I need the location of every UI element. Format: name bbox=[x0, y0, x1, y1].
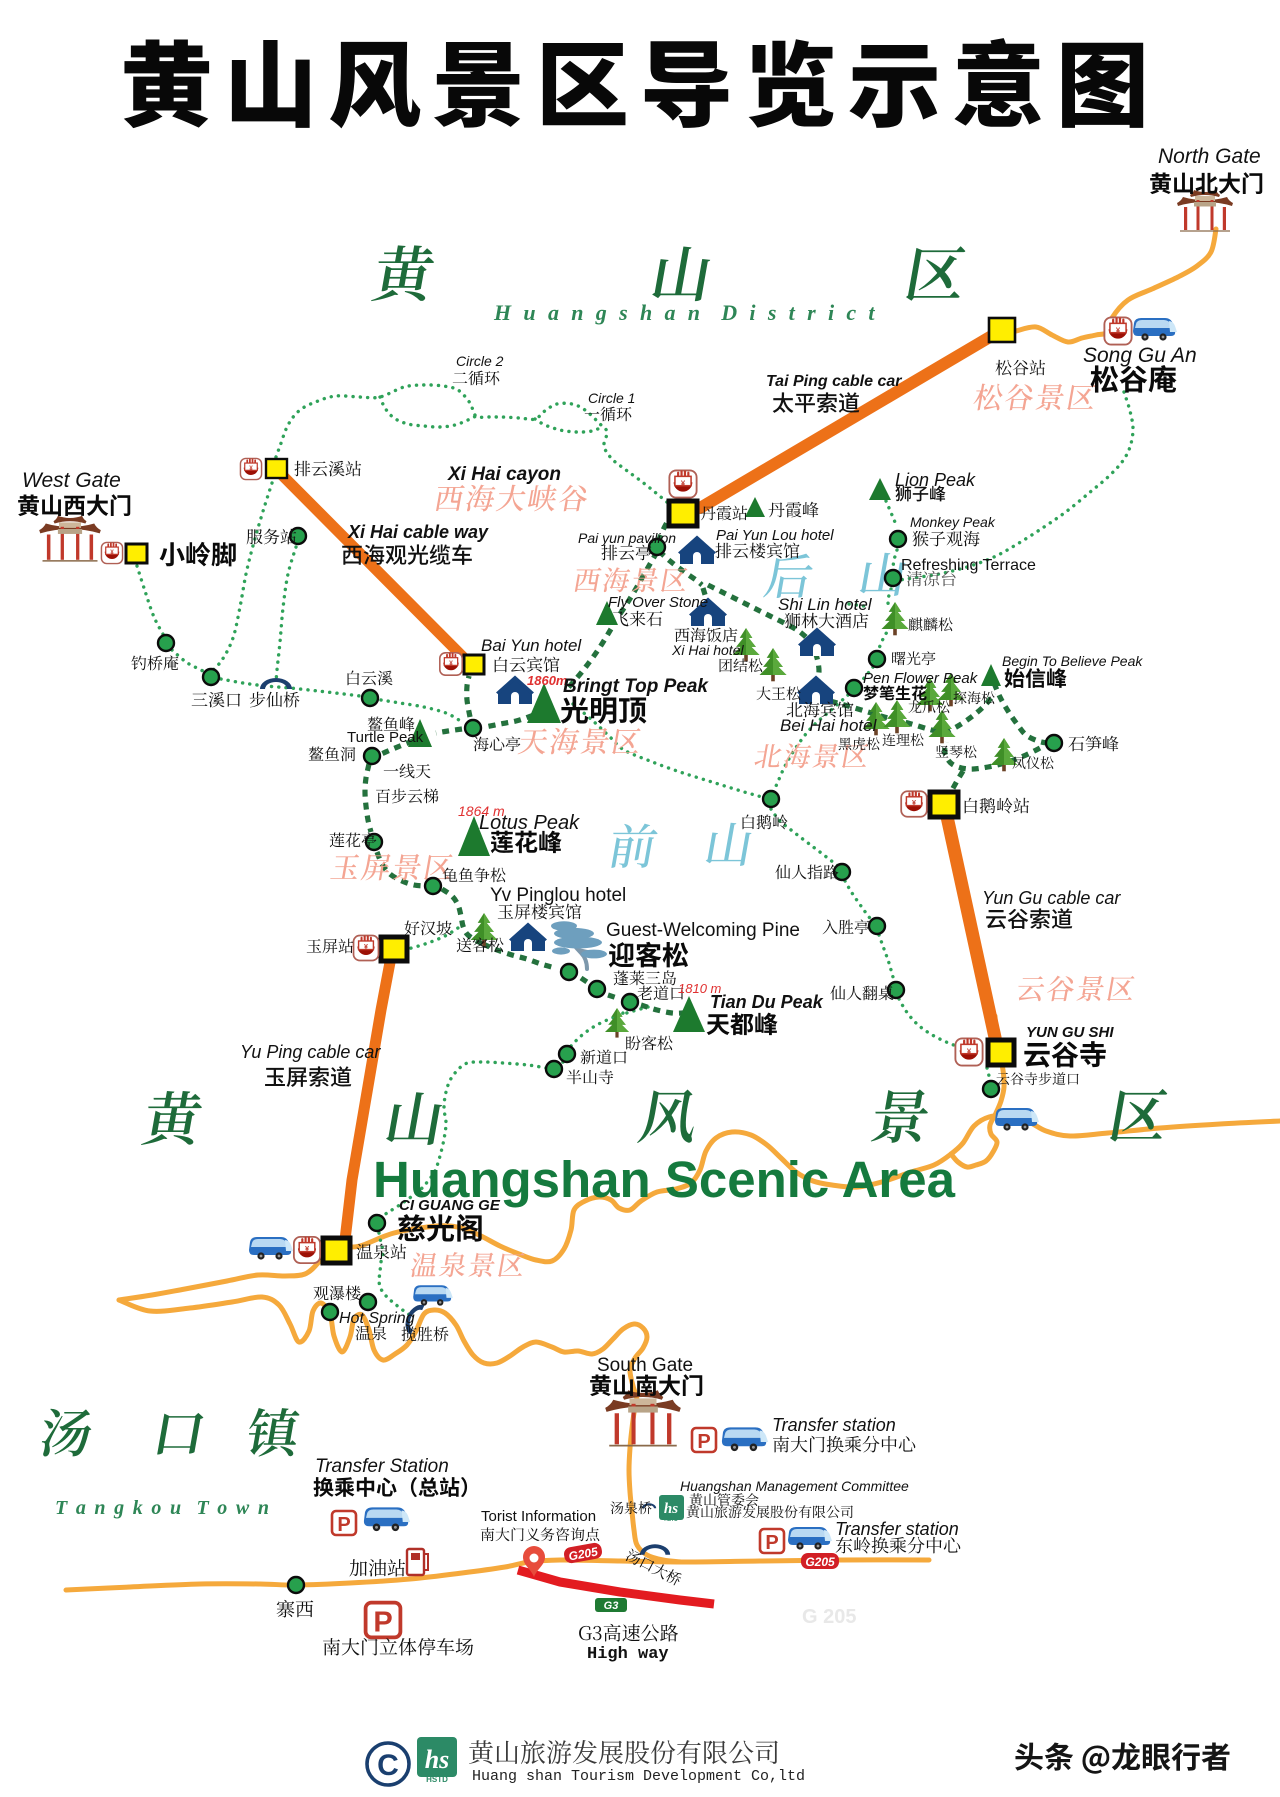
svg-text:C: C bbox=[377, 1749, 399, 1782]
svg-text:Guest-Welcoming Pine: Guest-Welcoming Pine bbox=[606, 920, 800, 941]
svg-text:West Gate: West Gate bbox=[22, 469, 121, 492]
svg-text:Shi Lin hotel: Shi Lin hotel bbox=[778, 595, 873, 614]
svg-text:Xi Hai cable way: Xi Hai cable way bbox=[347, 522, 489, 542]
svg-text:Refreshing Terrace: Refreshing Terrace bbox=[901, 557, 1036, 574]
svg-text:HSTD: HSTD bbox=[664, 1517, 678, 1523]
svg-text:Yun Gu cable car: Yun Gu cable car bbox=[982, 888, 1121, 908]
svg-text:South Gate: South Gate bbox=[597, 1355, 693, 1376]
svg-text:YUN GU SHI: YUN GU SHI bbox=[1026, 1024, 1114, 1041]
svg-text:Hot Spring: Hot Spring bbox=[339, 1310, 415, 1327]
svg-text:Huang shan Tourism Development: Huang shan Tourism Development Co,ltd bbox=[472, 1768, 805, 1785]
svg-text:Transfer station: Transfer station bbox=[835, 1519, 959, 1539]
svg-text:G205: G205 bbox=[805, 1555, 835, 1569]
svg-text:hs: hs bbox=[425, 1745, 450, 1774]
svg-text:Bai Yun hotel: Bai Yun hotel bbox=[481, 636, 582, 655]
svg-text:Bei Hai hotel: Bei Hai hotel bbox=[780, 716, 878, 735]
svg-text:Lotus Peak: Lotus Peak bbox=[479, 812, 580, 834]
svg-text:Begin To Believe Peak: Begin To Believe Peak bbox=[1002, 653, 1143, 669]
svg-text:HSTD: HSTD bbox=[426, 1775, 448, 1784]
svg-text:Pai yun pavilion: Pai yun pavilion bbox=[578, 530, 676, 546]
svg-text:1864 m: 1864 m bbox=[458, 803, 505, 819]
svg-text:Circle 1: Circle 1 bbox=[588, 390, 635, 406]
svg-text:G205: G205 bbox=[568, 1544, 600, 1563]
svg-text:1860m: 1860m bbox=[527, 673, 568, 688]
svg-text:Huangshan Scenic Area: Huangshan Scenic Area bbox=[373, 1151, 956, 1208]
svg-text:T a n g k o u T o w n: T a n g k o u T o w n bbox=[55, 1497, 271, 1519]
svg-text:Huangshan Management Committee: Huangshan Management Committee bbox=[680, 1478, 909, 1494]
svg-text:High way: High way bbox=[587, 1645, 669, 1664]
svg-text:Yv Pinglou hotel: Yv Pinglou hotel bbox=[490, 885, 626, 906]
svg-text:hs: hs bbox=[664, 1501, 678, 1517]
svg-text:Pai Yun Lou hotel: Pai Yun Lou hotel bbox=[716, 527, 834, 544]
svg-text:Circle 2: Circle 2 bbox=[456, 353, 504, 369]
svg-text:Tai Ping cable car: Tai Ping cable car bbox=[766, 373, 902, 390]
svg-text:Torist Information: Torist Information bbox=[481, 1508, 596, 1525]
svg-text:Song Gu An: Song Gu An bbox=[1083, 344, 1197, 367]
svg-text:North Gate: North Gate bbox=[1158, 145, 1261, 168]
svg-text:Transfer Station: Transfer Station bbox=[315, 1456, 449, 1477]
svg-text:H u a n g s h a n D i s t r i: H u a n g s h a n D i s t r i c t bbox=[493, 300, 878, 325]
svg-text:G 205: G 205 bbox=[802, 1606, 856, 1628]
svg-text:1810 m: 1810 m bbox=[678, 981, 722, 996]
svg-text:Transfer station: Transfer station bbox=[772, 1415, 896, 1435]
svg-text:Bringt Top Peak: Bringt Top Peak bbox=[563, 676, 709, 697]
svg-text:Monkey Peak: Monkey Peak bbox=[910, 514, 996, 530]
svg-text:Xi Hai cayon: Xi Hai cayon bbox=[447, 464, 561, 485]
svg-text:Pen Flower Peak: Pen Flower Peak bbox=[863, 670, 979, 687]
svg-text:Lion Peak: Lion Peak bbox=[895, 470, 976, 490]
svg-text:G3: G3 bbox=[604, 1600, 619, 1612]
svg-text:Turtle Peak: Turtle Peak bbox=[347, 729, 424, 746]
svg-text:Yu Ping cable car: Yu Ping cable car bbox=[240, 1042, 381, 1062]
svg-text:Xi Hai hotel: Xi Hai hotel bbox=[671, 642, 744, 658]
svg-text:CI GUANG GE: CI GUANG GE bbox=[399, 1197, 501, 1214]
svg-text:Fly Over Stone: Fly Over Stone bbox=[608, 594, 708, 611]
svg-text:Tian Du Peak: Tian Du Peak bbox=[710, 992, 824, 1012]
